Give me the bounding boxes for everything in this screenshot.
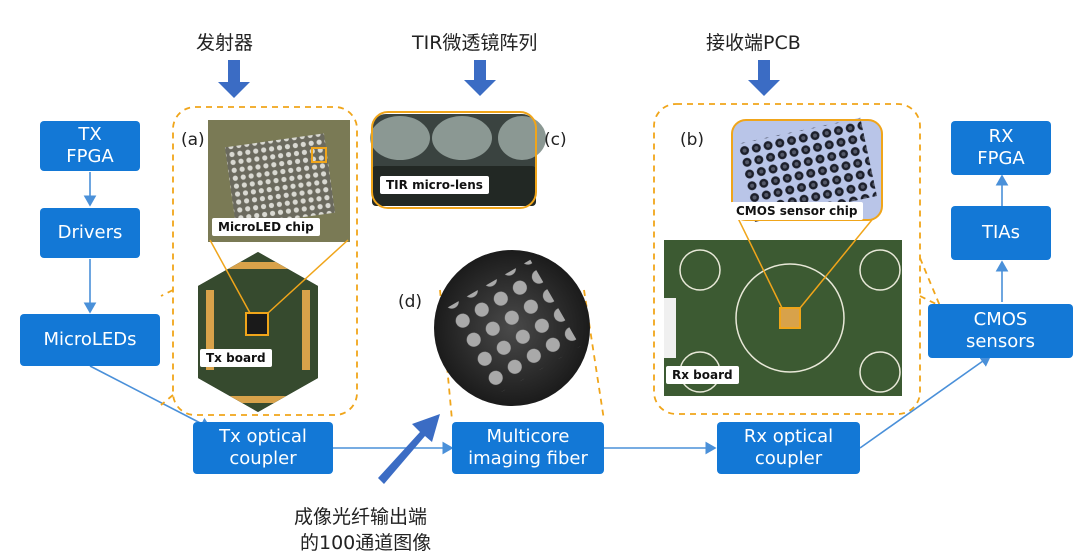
arrow-diagonal-fiber bbox=[378, 414, 440, 484]
panel-label-d: (d) bbox=[398, 292, 422, 312]
panel-label-c: (c) bbox=[544, 130, 567, 150]
rx-pcb-label: 接收端PCB bbox=[706, 28, 801, 55]
fiber-block: Multicore imaging fiber bbox=[452, 422, 604, 474]
microled-chip-tag: MicroLED chip bbox=[212, 218, 320, 236]
microleds-block: MicroLEDs bbox=[20, 314, 160, 366]
emitter-label: 发射器 bbox=[196, 28, 253, 55]
rx-coupler-block: Rx optical coupler bbox=[717, 422, 860, 474]
tx-board-tag: Tx board bbox=[200, 349, 272, 367]
cmos-block: CMOS sensors bbox=[928, 304, 1073, 358]
tx-board-photo bbox=[198, 240, 348, 412]
arrow-down-emitter bbox=[218, 60, 250, 98]
tir-lens-tag: TIR micro-lens bbox=[380, 176, 489, 194]
tx-fpga-block: TX FPGA bbox=[40, 121, 140, 171]
rx-board-tag: Rx board bbox=[666, 366, 739, 384]
fiber-output-caption-2: 的100通道图像 bbox=[300, 528, 431, 555]
tx-coupler-block: Tx optical coupler bbox=[193, 422, 333, 474]
tir-array-label: TIR微透镜阵列 bbox=[412, 28, 537, 55]
tias-block: TIAs bbox=[951, 206, 1051, 260]
drivers-block: Drivers bbox=[40, 208, 140, 258]
panel-label-b: (b) bbox=[680, 130, 704, 150]
panel-label-a: (a) bbox=[181, 130, 205, 150]
fiber-output-image bbox=[434, 250, 590, 406]
arrow-down-tir bbox=[464, 60, 496, 96]
cmos-chip-tag: CMOS sensor chip bbox=[730, 202, 863, 220]
fiber-output-caption-1: 成像光纤输出端 bbox=[294, 502, 427, 529]
rx-fpga-block: RX FPGA bbox=[951, 121, 1051, 175]
arrow-down-rxpcb bbox=[748, 60, 780, 96]
